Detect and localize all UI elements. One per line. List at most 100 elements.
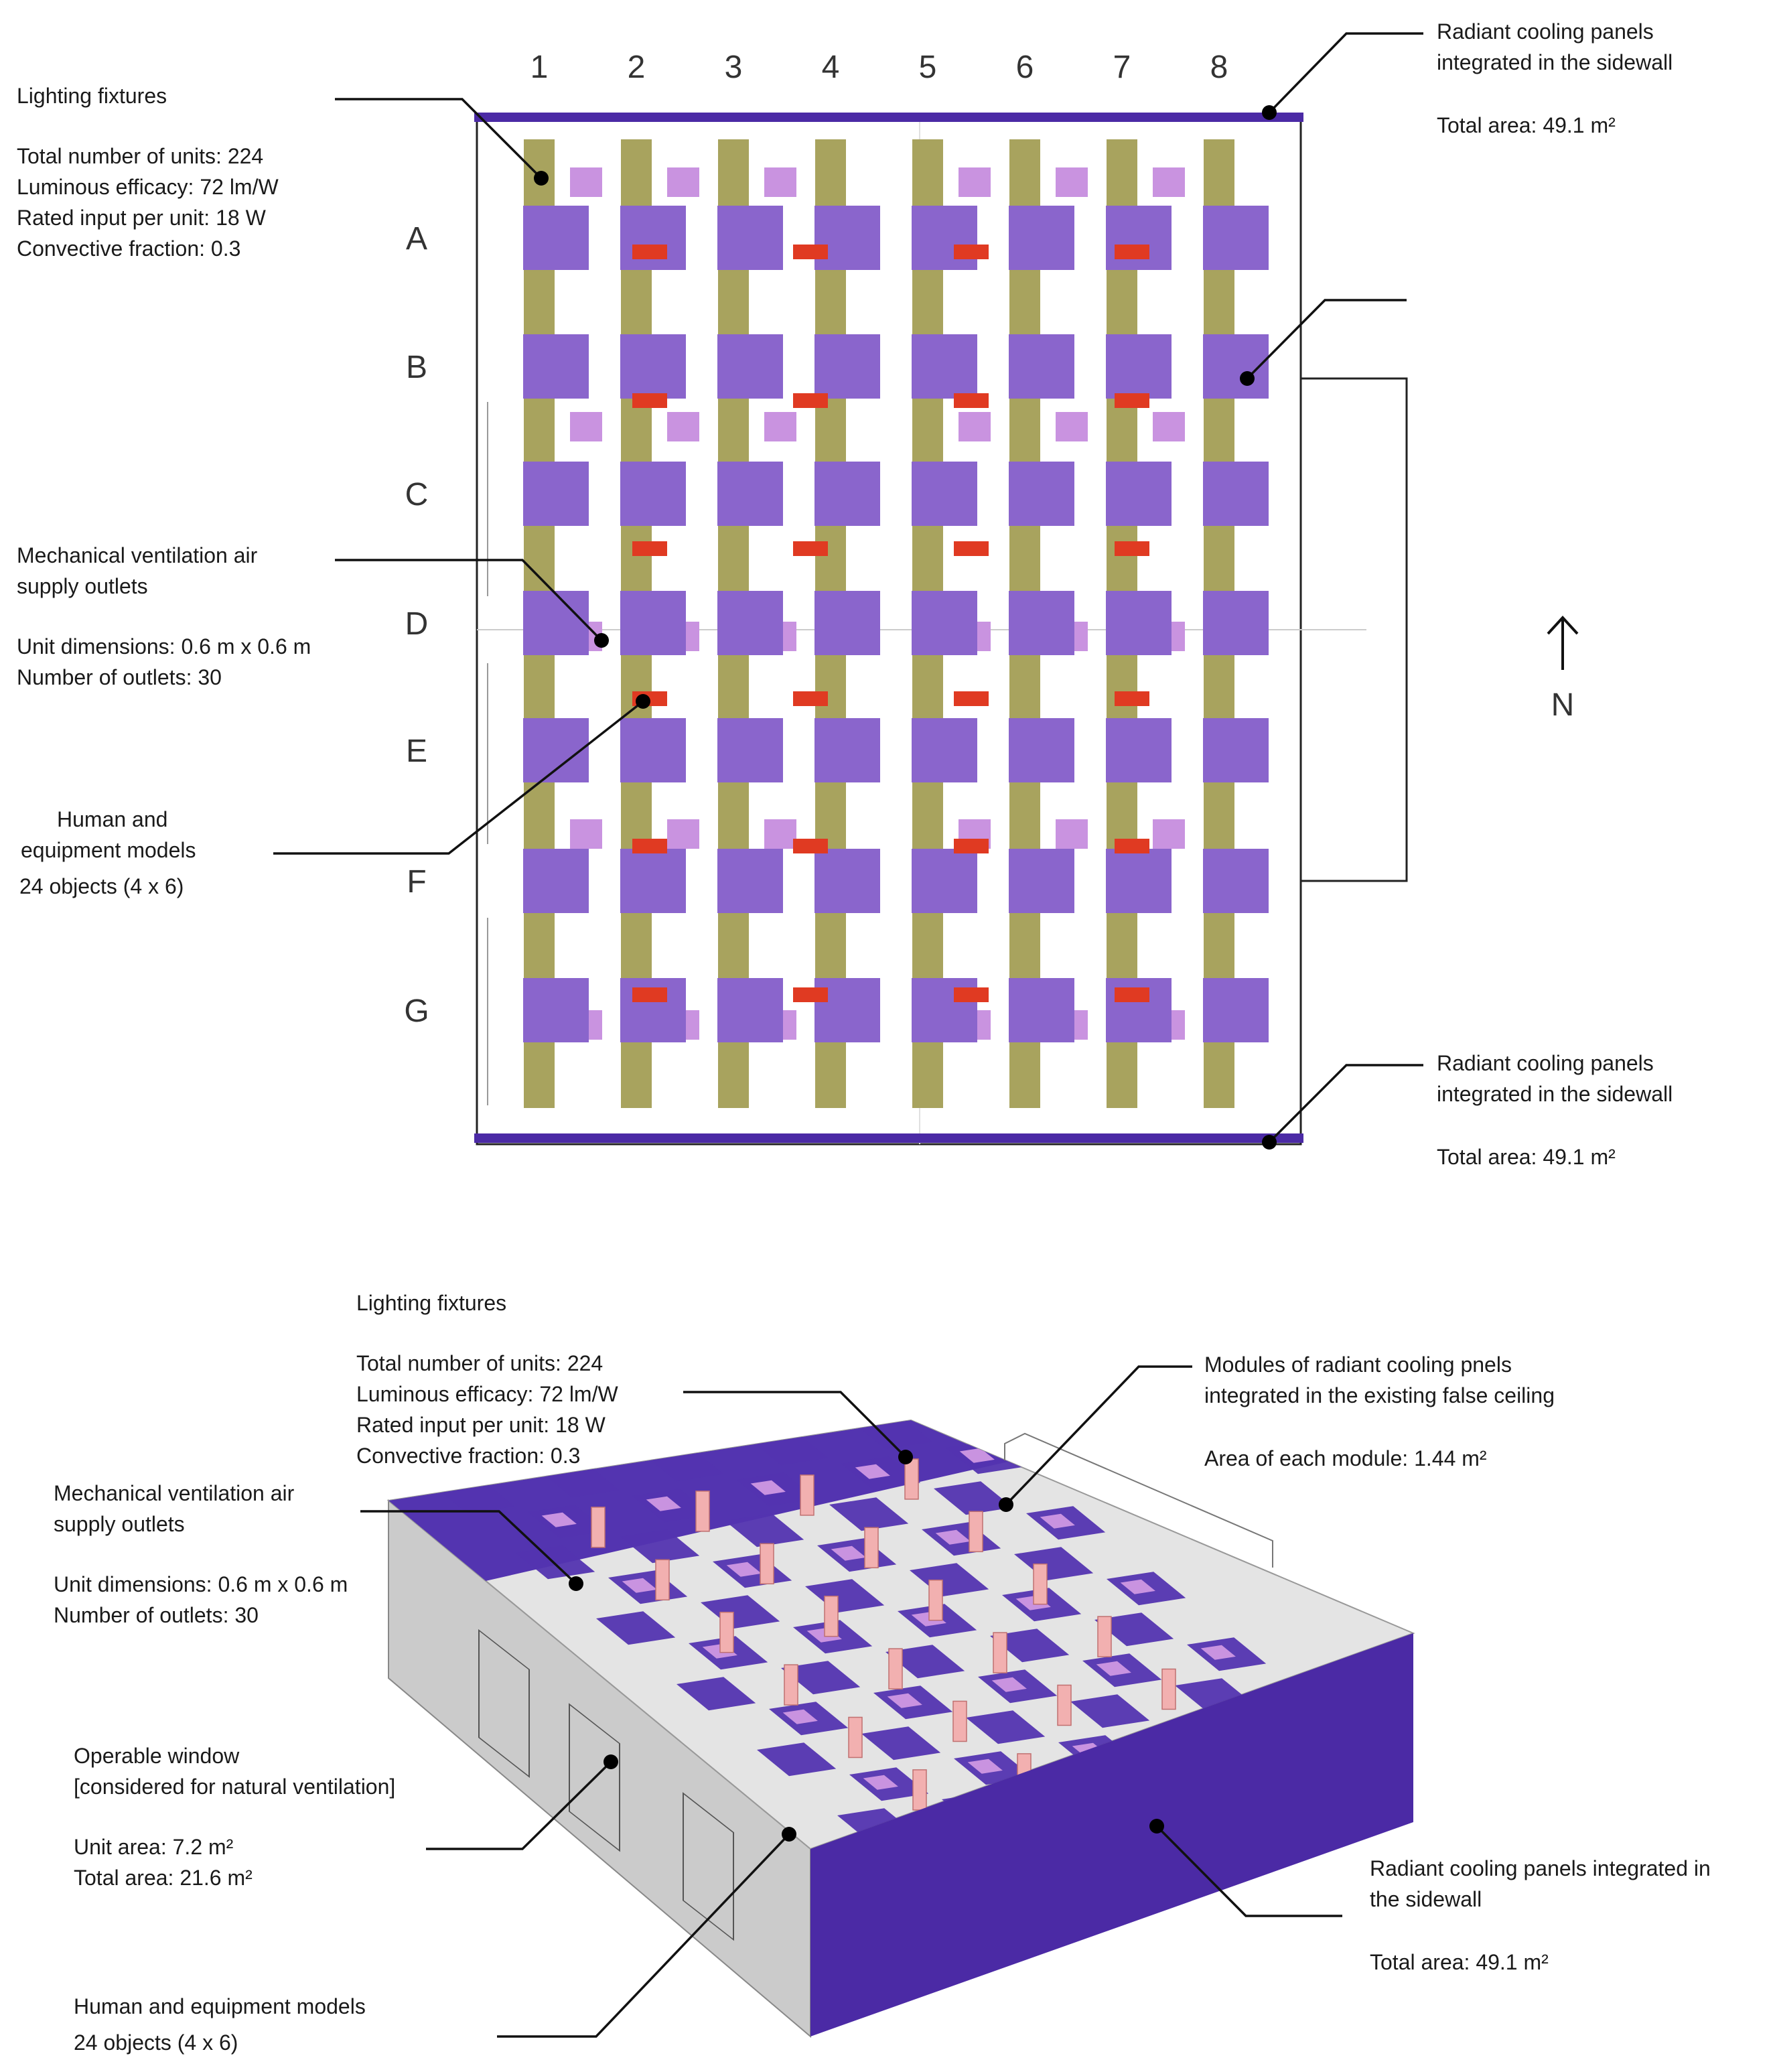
ceiling-panel <box>1106 591 1172 655</box>
iso-small-panel <box>1096 1661 1131 1676</box>
person-model <box>1115 691 1149 706</box>
leader-line <box>497 1833 790 2038</box>
column-label: 8 <box>1210 50 1228 85</box>
leader-line <box>1268 1064 1423 1144</box>
ceiling-panel <box>912 849 977 913</box>
small-panel <box>1153 412 1185 441</box>
north-arrow-head-icon <box>1547 616 1579 635</box>
iso-small-panel <box>726 1562 762 1577</box>
person-model <box>632 541 667 556</box>
iso-ventilation-title: Mechanical ventilation air <box>54 1481 295 1505</box>
ceiling-panel <box>1203 978 1269 1042</box>
plan-ventilation-callout: Mechanical ventilation air supply outlet… <box>17 543 609 689</box>
iso-ceiling-panel <box>1014 1547 1094 1581</box>
column-label: 2 <box>628 50 646 85</box>
iso-small-panel <box>1120 1579 1155 1594</box>
ceiling-panel <box>717 718 783 782</box>
iso-sidewall-area: Total area: 49.1 m² <box>1370 1950 1549 1974</box>
small-panel <box>1153 819 1185 849</box>
person-model <box>632 393 667 408</box>
leader-line <box>273 700 644 855</box>
ceiling-panel <box>717 334 783 399</box>
iso-window <box>478 1629 530 1778</box>
ceiling-panel <box>620 718 686 782</box>
ceiling-panel <box>620 591 686 655</box>
ceiling-panel <box>1106 334 1172 399</box>
plan-lighting-line: Total number of units: 224 <box>17 144 263 168</box>
ceiling-panel <box>814 334 880 399</box>
person-model <box>954 393 989 408</box>
south-wall-panel <box>474 1133 1303 1143</box>
person-model <box>793 839 828 853</box>
iso-person-model <box>719 1611 734 1653</box>
iso-ceiling-panel <box>781 1661 861 1695</box>
ceiling-panel <box>717 978 783 1042</box>
iso-lighting-title: Lighting fixtures <box>356 1291 506 1315</box>
iso-person-model <box>904 1458 919 1500</box>
row-label: A <box>406 221 427 257</box>
leader-dot <box>1240 371 1255 386</box>
iso-person-model <box>695 1491 710 1532</box>
iso-modules-callout: Modules of radiant cooling pnels integra… <box>999 1353 1555 1512</box>
iso-sidewall-panel <box>810 1633 1413 2036</box>
row-label: E <box>406 734 427 769</box>
leader-line <box>335 98 543 180</box>
ceiling-panel <box>814 462 880 526</box>
ceiling-panel <box>814 206 880 270</box>
leader-line <box>360 1510 577 1585</box>
iso-modules-line: Modules of radiant cooling pnels <box>1204 1353 1512 1377</box>
ceiling-panel <box>1009 334 1074 399</box>
plan-sidewall-top-callout: Radiant cooling panels integrated in the… <box>1262 19 1673 137</box>
ceiling-panel <box>523 718 589 782</box>
person-model <box>1115 393 1149 408</box>
ceiling-panel <box>620 462 686 526</box>
ceiling-panel <box>523 462 589 526</box>
leader-line <box>1268 32 1423 114</box>
iso-small-panel <box>991 1677 1027 1692</box>
iso-person-model <box>800 1474 814 1516</box>
iso-person-model <box>1097 1616 1112 1657</box>
leader-dot <box>569 1576 583 1591</box>
iso-ceiling-panel <box>725 1513 804 1547</box>
plan-sidewall-bottom-line: integrated in the sidewall <box>1437 1082 1673 1106</box>
ceiling-panel <box>912 462 977 526</box>
ceiling-panel <box>1203 591 1269 655</box>
person-model <box>632 987 667 1002</box>
iso-humans-callout: Human and equipment models 24 objects (4… <box>74 1827 796 2055</box>
ceiling-panel <box>1203 849 1269 913</box>
iso-person-model <box>1161 1668 1176 1710</box>
row-label: G <box>404 993 429 1029</box>
column-label: 1 <box>530 50 549 85</box>
iso-small-panel <box>967 1758 1003 1774</box>
plan-sidewall-top-area: Total area: 49.1 m² <box>1437 113 1616 137</box>
plan-lighting-line: Convective fraction: 0.3 <box>17 236 240 261</box>
leader-dot <box>636 694 650 709</box>
ceiling-panel <box>1009 978 1074 1042</box>
iso-small-panel <box>863 1775 898 1790</box>
plan-ventilation-title: supply outlets <box>17 574 148 598</box>
ceiling-panel <box>717 206 783 270</box>
iso-window-callout: Operable window [considered for natural … <box>74 1744 618 1890</box>
iso-person-model <box>1057 1684 1072 1726</box>
iso-lighting-line: Total number of units: 224 <box>356 1351 603 1375</box>
person-model <box>793 987 828 1002</box>
column-label: 3 <box>725 50 743 85</box>
ceiling-panel <box>1009 591 1074 655</box>
iso-window-line: Unit area: 7.2 m² <box>74 1835 234 1859</box>
plan-sidewall-top-line: integrated in the sidewall <box>1437 50 1673 74</box>
row-label: F <box>407 864 426 900</box>
ceiling-panel <box>814 718 880 782</box>
column-label: 4 <box>822 50 840 85</box>
iso-small-panel <box>622 1578 657 1593</box>
iso-sidewall-line: the sidewall <box>1370 1887 1482 1911</box>
ceiling-panel <box>814 591 880 655</box>
ceiling-panel <box>717 591 783 655</box>
iso-small-panel <box>750 1480 786 1495</box>
ceiling-panel <box>717 849 783 913</box>
small-panel <box>959 412 991 441</box>
north-wall-panel <box>474 113 1303 122</box>
iso-modules-area: Area of each module: 1.44 m² <box>1204 1446 1487 1470</box>
iso-ceiling-panel <box>861 1726 941 1760</box>
column-label: 5 <box>919 50 937 85</box>
